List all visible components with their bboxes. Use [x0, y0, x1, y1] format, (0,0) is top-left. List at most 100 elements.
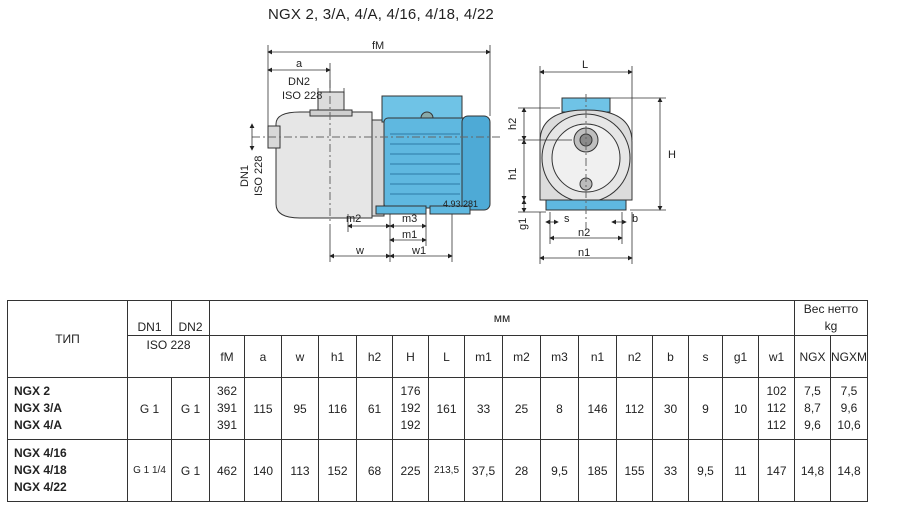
row2-H: 225: [392, 439, 429, 502]
label-b: b: [632, 213, 638, 225]
adapter: [371, 119, 385, 217]
label-h2: h2: [507, 118, 519, 130]
col-L: L: [428, 335, 465, 378]
cell-value: 7,5: [840, 384, 858, 398]
type-name: NGX 3/A: [14, 401, 63, 415]
col-H: H: [392, 335, 429, 378]
drawing-title: NGX 2, 3/A, 4/A, 4/16, 4/18, 4/22: [268, 6, 494, 23]
label-h1: h1: [507, 168, 519, 180]
col-n1: n1: [578, 335, 617, 378]
table-row: NGX 2 NGX 3/A NGX 4/A G 1 G 1 362 391 39…: [7, 377, 868, 440]
label-fM: fM: [372, 40, 384, 52]
row2-dn2: G 1: [171, 439, 210, 502]
col-n2: n2: [616, 335, 653, 378]
row1-n2: 112: [616, 377, 653, 440]
pump-casing: [275, 111, 373, 219]
cell-value: 10,6: [837, 418, 861, 432]
cell-value: 9,6: [804, 418, 821, 432]
table-row: NGX 4/16 NGX 4/18 NGX 4/22 G 1 1/4 G 1 4…: [7, 439, 868, 502]
row2-w: 113: [281, 439, 319, 502]
cell-value: 8,7: [804, 401, 821, 415]
label-m1: m1: [402, 229, 417, 241]
row1-m3: 8: [540, 377, 579, 440]
label-n2: n2: [578, 227, 590, 239]
col-g1: g1: [722, 335, 759, 378]
dimensions-table: ТИП DN1 DN2 мм Вес нетто kg ISO 228 fM a…: [7, 300, 868, 502]
label-dn2: DN2: [288, 76, 310, 88]
type-name: NGX 2: [14, 384, 51, 398]
header-weight-line2: kg: [824, 319, 838, 333]
row2-ngx: 14,8: [794, 439, 831, 502]
cell-value: 391: [216, 418, 238, 432]
row1-fM: 362 391 391: [209, 377, 245, 440]
cell-value: 112: [766, 401, 787, 415]
row2-a: 140: [244, 439, 282, 502]
row2-fM: 462: [209, 439, 245, 502]
row1-ngxm: 7,5 9,6 10,6: [830, 377, 868, 440]
row1-b: 30: [652, 377, 689, 440]
row1-H: 176 192 192: [392, 377, 429, 440]
row2-m3: 9,5: [540, 439, 579, 502]
cell-value: 362: [216, 384, 238, 398]
row2-g1: 11: [722, 439, 759, 502]
cell-value: 176: [400, 384, 421, 398]
row1-m1: 33: [464, 377, 503, 440]
cell-value: 102: [766, 384, 787, 398]
row2-ngxm: 14,8: [830, 439, 868, 502]
drawing-code: 4.93.281: [443, 199, 478, 209]
row1-w1: 102 112 112: [758, 377, 795, 440]
foot-left: [375, 205, 427, 215]
row1-ngx: 7,5 8,7 9,6: [794, 377, 831, 440]
row1-s: 9: [688, 377, 723, 440]
row1-a: 115: [244, 377, 282, 440]
foot-right: [429, 205, 471, 215]
row1-n1: 146: [578, 377, 617, 440]
row1-L: 161: [428, 377, 465, 440]
label-dn1: DN1: [239, 165, 251, 187]
label-m2: m2: [346, 213, 361, 225]
cell-value: 192: [400, 418, 421, 432]
row2-L: 213,5: [428, 439, 465, 502]
cell-value: 7,5: [804, 384, 821, 398]
col-s: s: [688, 335, 723, 378]
col-a: a: [244, 335, 282, 378]
row1-w: 95: [281, 377, 319, 440]
type-name: NGX 4/16: [14, 446, 67, 460]
row2-h2: 68: [356, 439, 393, 502]
label-g1: g1: [517, 218, 529, 230]
col-b: b: [652, 335, 689, 378]
col-w: w: [281, 335, 319, 378]
type-name: NGX 4/22: [14, 480, 67, 494]
label-iso-side: ISO 228: [253, 156, 265, 196]
row2-dn1: G 1 1/4: [127, 439, 172, 502]
cell-value: 112: [766, 418, 787, 432]
label-m3: m3: [402, 213, 417, 225]
label-n1: n1: [578, 247, 590, 259]
label-a: a: [296, 58, 303, 70]
row1-dn1: G 1: [127, 377, 172, 440]
header-iso: ISO 228: [127, 335, 210, 378]
header-type: ТИП: [7, 300, 128, 378]
row2-m1: 37,5: [464, 439, 503, 502]
header-weight: Вес нетто kg: [794, 300, 868, 336]
row1-dn2: G 1: [171, 377, 210, 440]
row1-m2: 25: [502, 377, 541, 440]
row2-n2: 155: [616, 439, 653, 502]
cell-value: 391: [216, 401, 238, 415]
label-L: L: [582, 59, 588, 71]
type-name: NGX 4/18: [14, 463, 67, 477]
col-ngxm: NGXM: [830, 335, 868, 378]
label-s: s: [564, 213, 570, 225]
row1-h2: 61: [356, 377, 393, 440]
col-m2: m2: [502, 335, 541, 378]
row2-s: 9,5: [688, 439, 723, 502]
row2-b: 33: [652, 439, 689, 502]
col-h2: h2: [356, 335, 393, 378]
col-w1: w1: [758, 335, 795, 378]
row1-g1: 10: [722, 377, 759, 440]
row2-h1: 152: [318, 439, 357, 502]
col-ngx: NGX: [794, 335, 831, 378]
pump-drawing: 4.93.281 fM a DN2 ISO 228 DN1 ISO 228 m2…: [239, 40, 676, 264]
col-fM: fM: [209, 335, 245, 378]
type-name: NGX 4/A: [14, 418, 63, 432]
